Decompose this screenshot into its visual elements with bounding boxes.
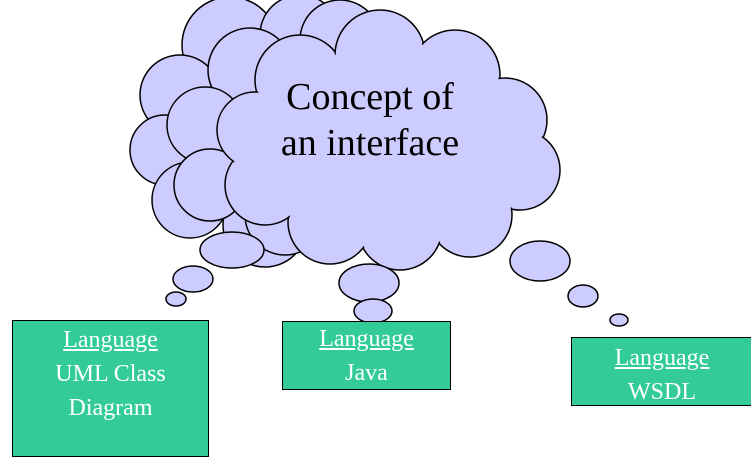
box-line: Java bbox=[345, 360, 388, 386]
box-line: WSDL bbox=[628, 379, 696, 405]
box-wsdl: Language WSDL bbox=[571, 337, 751, 406]
cloud-title-line2: an interface bbox=[280, 121, 460, 164]
cloud-title: Concept of an interface bbox=[250, 75, 490, 166]
box-line: Diagram bbox=[68, 395, 153, 421]
bubble-trail-right bbox=[509, 240, 629, 327]
cloud-inner-fill bbox=[218, 11, 559, 269]
box-language-link[interactable]: Language bbox=[63, 327, 158, 353]
box-java: Language Java bbox=[282, 321, 451, 390]
box-uml-class-diagram: Language UML Class Diagram bbox=[12, 320, 209, 457]
box-line: UML Class bbox=[55, 361, 166, 387]
box-language-link[interactable]: Language bbox=[319, 326, 414, 352]
cloud-title-line1: Concept of bbox=[286, 76, 454, 118]
bubble-trail-left bbox=[165, 231, 265, 307]
box-language-link[interactable]: Language bbox=[614, 345, 710, 371]
